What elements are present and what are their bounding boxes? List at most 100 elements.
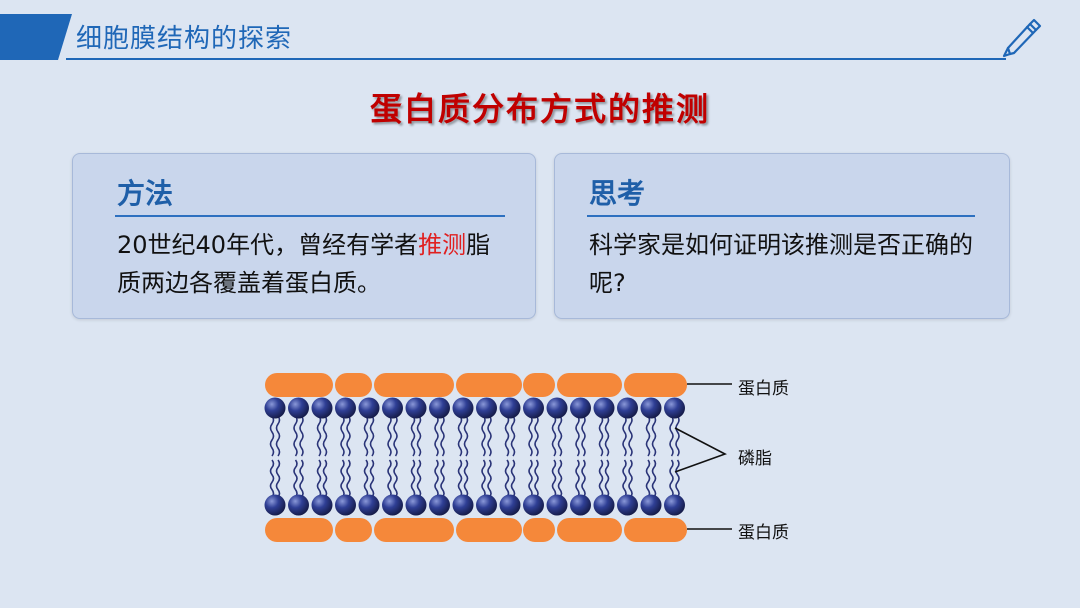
lipid-tail-top-17-0 bbox=[669, 415, 674, 457]
lipid-tail-top-13-1 bbox=[581, 415, 586, 457]
lipid-head-bottom-0 bbox=[264, 494, 286, 516]
lipid-tail-top-17-1 bbox=[675, 415, 680, 457]
lipid-tail-bottom-12-1 bbox=[557, 459, 563, 498]
protein-segment-bottom-5 bbox=[557, 518, 622, 542]
header-underline bbox=[66, 58, 1006, 60]
lipid-tail-top-1-0 bbox=[293, 415, 298, 457]
lipid-tail-bottom-11-1 bbox=[534, 459, 539, 498]
lipid-tail-top-10-1 bbox=[510, 415, 516, 457]
lipid-tail-bottom-3-0 bbox=[340, 459, 345, 498]
protein-label-bottom: 蛋白质 bbox=[738, 523, 789, 543]
lipid-tail-top-11-1 bbox=[534, 415, 539, 457]
lipid-tail-bottom-13-1 bbox=[581, 459, 586, 498]
lipid-tail-top-7-1 bbox=[440, 415, 445, 457]
lipid-tail-bottom-5-1 bbox=[393, 459, 398, 498]
lipid-tail-top-3-0 bbox=[340, 415, 345, 457]
lipid-tail-top-7-0 bbox=[434, 415, 439, 457]
method-text: 20世纪40年代，曾经有学者推测脂质两边各覆盖着蛋白质。 bbox=[117, 226, 503, 302]
lipid-head-top-1 bbox=[288, 397, 309, 419]
lipid-tail-bottom-15-1 bbox=[628, 459, 633, 498]
lipid-tail-bottom-14-0 bbox=[598, 459, 604, 498]
lipid-head-bottom-7 bbox=[429, 494, 450, 516]
lipid-tail-top-13-0 bbox=[575, 415, 580, 457]
lipid-tail-bottom-14-1 bbox=[604, 459, 610, 498]
lipid-tail-bottom-16-1 bbox=[651, 459, 657, 498]
lipid-tail-top-6-1 bbox=[416, 415, 422, 457]
lipid-head-top-16 bbox=[640, 397, 662, 419]
lipid-tail-bottom-13-0 bbox=[575, 459, 580, 498]
protein-label-top: 蛋白质 bbox=[738, 379, 789, 399]
lipid-head-bottom-16 bbox=[640, 494, 662, 516]
lipid-tail-top-0-0 bbox=[269, 415, 275, 457]
lipid-tail-top-8-1 bbox=[463, 415, 469, 457]
lipid-tail-bottom-8-0 bbox=[457, 459, 463, 498]
membrane-diagram bbox=[264, 373, 732, 542]
lipid-head-top-12 bbox=[546, 397, 568, 419]
lipid-head-top-2 bbox=[311, 397, 333, 419]
lipid-tail-bottom-1-0 bbox=[293, 459, 298, 498]
protein-segment-bottom-2 bbox=[374, 518, 454, 542]
lipid-tail-top-10-0 bbox=[504, 415, 510, 457]
lipid-head-top-10 bbox=[499, 397, 521, 419]
lipid-tail-bottom-0-0 bbox=[269, 459, 275, 498]
protein-segment-bottom-4 bbox=[523, 518, 555, 542]
protein-segment-bottom-0 bbox=[265, 518, 333, 542]
lipid-tail-top-15-0 bbox=[622, 415, 627, 457]
lipid-head-top-15 bbox=[617, 397, 638, 419]
lipid-head-bottom-14 bbox=[593, 494, 615, 516]
lipid-tail-bottom-8-1 bbox=[463, 459, 469, 498]
lipid-head-top-7 bbox=[429, 397, 450, 419]
main-title: 蛋白质分布方式的推测 bbox=[369, 90, 710, 128]
lipid-tail-bottom-16-0 bbox=[645, 459, 651, 498]
pointer-line-middle bbox=[674, 427, 727, 473]
header-accent-bar bbox=[0, 14, 72, 60]
lipid-head-top-17 bbox=[664, 397, 685, 419]
lipid-head-top-4 bbox=[358, 397, 380, 419]
lipid-tail-top-12-0 bbox=[551, 415, 557, 457]
lipid-head-bottom-3 bbox=[335, 494, 356, 516]
lipid-head-bottom-2 bbox=[311, 494, 333, 516]
protein-segment-top-6 bbox=[624, 373, 687, 397]
lipid-head-bottom-1 bbox=[288, 494, 309, 516]
lipid-tail-top-16-1 bbox=[651, 415, 657, 457]
lipid-tail-bottom-2-1 bbox=[322, 459, 328, 498]
think-divider bbox=[587, 215, 975, 217]
lipid-head-bottom-15 bbox=[617, 494, 638, 516]
lipid-head-top-13 bbox=[570, 397, 591, 419]
lipid-head-bottom-17 bbox=[664, 494, 685, 516]
lipid-tail-top-8-0 bbox=[457, 415, 463, 457]
lipid-tail-bottom-4-1 bbox=[369, 459, 375, 498]
protein-segment-top-4 bbox=[523, 373, 555, 397]
lipid-head-top-5 bbox=[382, 397, 403, 419]
lipid-tail-bottom-11-0 bbox=[528, 459, 533, 498]
lipid-head-top-6 bbox=[405, 397, 427, 419]
lipid-tail-bottom-9-0 bbox=[481, 459, 486, 498]
lipid-tail-top-14-0 bbox=[598, 415, 604, 457]
protein-segment-bottom-6 bbox=[624, 518, 687, 542]
method-card: 方法 20世纪40年代，曾经有学者推测脂质两边各覆盖着蛋白质。 bbox=[72, 153, 536, 319]
lipid-tail-top-16-0 bbox=[645, 415, 651, 457]
method-text-before: 20世纪40年代，曾经有学者 bbox=[117, 231, 419, 259]
lipid-tail-top-12-1 bbox=[557, 415, 563, 457]
lipid-tail-top-6-0 bbox=[410, 415, 416, 457]
lipid-tail-bottom-3-1 bbox=[346, 459, 351, 498]
lipid-tail-bottom-15-0 bbox=[622, 459, 627, 498]
protein-segment-top-2 bbox=[374, 373, 454, 397]
lipid-head-bottom-11 bbox=[523, 494, 544, 516]
lipid-tail-top-5-0 bbox=[387, 415, 392, 457]
lipid-head-top-3 bbox=[335, 397, 356, 419]
protein-segment-top-0 bbox=[265, 373, 333, 397]
think-heading: 思考 bbox=[589, 177, 646, 210]
lipid-tail-top-3-1 bbox=[346, 415, 351, 457]
lipid-tail-top-15-1 bbox=[628, 415, 633, 457]
lipid-head-top-0 bbox=[264, 397, 286, 419]
lipid-tail-bottom-1-1 bbox=[299, 459, 304, 498]
lipid-head-bottom-9 bbox=[476, 494, 497, 516]
lipid-tail-bottom-17-1 bbox=[675, 459, 680, 498]
method-text-highlight: 推测 bbox=[418, 231, 467, 259]
method-text-after: 脂质两边各覆盖着蛋白质。 bbox=[117, 231, 491, 297]
lipid-head-top-11 bbox=[523, 397, 544, 419]
phospholipid-label: 磷脂 bbox=[738, 449, 772, 469]
lipid-tail-top-4-0 bbox=[363, 415, 369, 457]
lipid-tail-top-1-1 bbox=[299, 415, 304, 457]
